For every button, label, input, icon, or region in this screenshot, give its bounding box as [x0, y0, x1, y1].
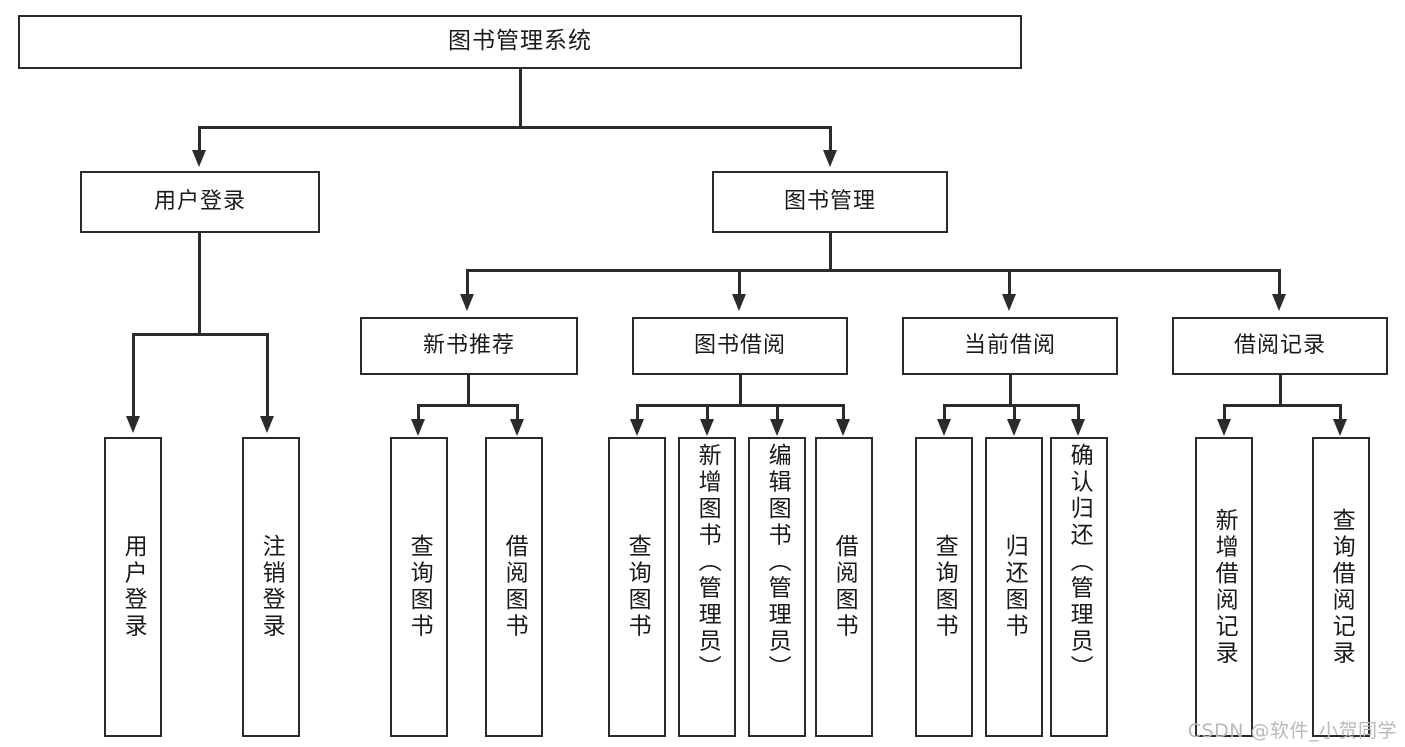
connector-new-book-stem — [467, 375, 470, 406]
connector-borrow-record-stem — [1279, 375, 1282, 406]
arrowhead-book-borrow-leaf-4 — [836, 419, 850, 436]
node-label: 查询图书 — [624, 534, 651, 640]
connector-root-stem — [519, 69, 522, 127]
arrowhead-book-borrow-leaf-3 — [770, 419, 784, 436]
node-book-management[interactable]: 图书管理 — [712, 171, 948, 233]
arrowhead-book-borrow-leaf-1 — [630, 419, 644, 436]
connector-root-drop-1 — [198, 126, 201, 150]
leaf-current-borrow-return[interactable]: 归还图书 — [985, 437, 1043, 737]
connector-book-mgmt-drop-3 — [1008, 269, 1011, 295]
connector-book-mgmt-drop-2 — [738, 269, 741, 295]
arrowhead-to-user-login — [192, 150, 206, 167]
node-borrow-record[interactable]: 借阅记录 — [1172, 317, 1388, 375]
node-label: 图书管理系统 — [448, 28, 592, 55]
leaf-borrow-record-query[interactable]: 查询借阅记录 — [1312, 437, 1370, 737]
leaf-user-login-logout[interactable]: 注销登录 — [242, 437, 300, 737]
node-label: 借阅图书 — [831, 534, 858, 640]
arrowhead-borrow-record-leaf-1 — [1217, 419, 1231, 436]
connector-borrow-record-drop-1 — [1223, 404, 1226, 420]
connector-root-bus — [198, 126, 832, 129]
leaf-user-login-login[interactable]: 用户登录 — [104, 437, 162, 737]
leaf-new-book-query[interactable]: 查询图书 — [390, 437, 448, 737]
arrowhead-current-borrow-leaf-3 — [1071, 419, 1085, 436]
arrowhead-current-borrow-leaf-2 — [1007, 419, 1021, 436]
arrowhead-to-book-borrow — [732, 294, 746, 311]
connector-book-mgmt-drop-1 — [466, 269, 469, 295]
leaf-book-borrow-add-admin[interactable]: 新增图书（管理员） — [678, 437, 736, 737]
node-label: 图书借阅 — [693, 333, 786, 359]
leaf-new-book-borrow[interactable]: 借阅图书 — [485, 437, 543, 737]
connector-book-borrow-drop-4 — [842, 404, 845, 420]
connector-borrow-record-drop-2 — [1339, 404, 1342, 420]
node-book-borrow[interactable]: 图书借阅 — [632, 317, 848, 375]
leaf-current-borrow-query[interactable]: 查询图书 — [915, 437, 973, 737]
node-label: 查询图书 — [406, 534, 433, 640]
node-label: 新增借阅记录 — [1211, 507, 1238, 667]
connector-root-drop-2 — [829, 126, 832, 150]
connector-user-login-stem — [198, 233, 201, 334]
connector-book-borrow-stem — [739, 375, 742, 406]
connector-user-login-bus — [132, 333, 268, 336]
leaf-book-borrow-edit-admin[interactable]: 编辑图书（管理员） — [748, 437, 806, 737]
arrowhead-book-borrow-leaf-2 — [700, 419, 714, 436]
node-label: 用户登录 — [153, 189, 246, 215]
connector-new-book-drop-1 — [417, 404, 420, 420]
connector-new-book-drop-2 — [516, 404, 519, 420]
node-label: 当前借阅 — [963, 333, 1056, 359]
connector-current-borrow-drop-1 — [943, 404, 946, 420]
node-label: 查询图书 — [931, 534, 958, 640]
node-label: 图书管理 — [783, 189, 876, 215]
connector-new-book-bus — [417, 404, 518, 407]
arrowhead-new-book-leaf-1 — [411, 419, 425, 436]
leaf-book-borrow-query[interactable]: 查询图书 — [608, 437, 666, 737]
node-label: 确认归还（管理员） — [1066, 443, 1093, 682]
connector-current-borrow-stem — [1009, 375, 1012, 406]
arrowhead-to-book-management — [823, 150, 837, 167]
connector-book-borrow-drop-2 — [706, 404, 709, 420]
connector-book-borrow-drop-1 — [636, 404, 639, 420]
leaf-book-borrow-borrow[interactable]: 借阅图书 — [815, 437, 873, 737]
node-root-book-management-system[interactable]: 图书管理系统 — [18, 15, 1022, 69]
node-label: 用户登录 — [120, 534, 147, 640]
arrowhead-to-current-borrow — [1002, 294, 1016, 311]
connector-user-login-drop-1 — [132, 333, 135, 418]
connector-current-borrow-drop-3 — [1077, 404, 1080, 420]
arrowhead-borrow-record-leaf-2 — [1333, 419, 1347, 436]
connector-current-borrow-bus — [943, 404, 1079, 407]
arrowhead-to-borrow-record — [1272, 294, 1286, 311]
leaf-borrow-record-add[interactable]: 新增借阅记录 — [1195, 437, 1253, 737]
node-label: 新书推荐 — [422, 333, 515, 359]
arrowhead-new-book-leaf-2 — [510, 419, 524, 436]
connector-user-login-drop-2 — [266, 333, 269, 418]
node-label: 查询借阅记录 — [1328, 507, 1355, 667]
connector-book-mgmt-bus — [466, 269, 1280, 272]
connector-book-borrow-bus — [636, 404, 844, 407]
arrowhead-current-borrow-leaf-1 — [937, 419, 951, 436]
node-current-borrow[interactable]: 当前借阅 — [902, 317, 1118, 375]
node-user-login[interactable]: 用户登录 — [80, 171, 320, 233]
connector-borrow-record-bus — [1223, 404, 1341, 407]
arrowhead-to-user-login-leaf-1 — [126, 416, 140, 433]
node-label: 新增图书（管理员） — [694, 443, 721, 682]
arrowhead-to-user-login-leaf-2 — [260, 416, 274, 433]
node-label: 借阅图书 — [501, 534, 528, 640]
node-label: 归还图书 — [1001, 534, 1028, 640]
node-label: 注销登录 — [258, 534, 285, 640]
connector-book-borrow-drop-3 — [776, 404, 779, 420]
connector-book-mgmt-stem — [829, 233, 832, 271]
node-label: 编辑图书（管理员） — [764, 443, 791, 682]
leaf-current-borrow-confirm-return-admin[interactable]: 确认归还（管理员） — [1050, 437, 1108, 737]
node-new-book-recommend[interactable]: 新书推荐 — [360, 317, 578, 375]
connector-book-mgmt-drop-4 — [1278, 269, 1281, 295]
arrowhead-to-new-book-recommend — [460, 294, 474, 311]
node-label: 借阅记录 — [1233, 333, 1326, 359]
watermark-text: CSDN @软件_小贺同学 — [1187, 720, 1397, 742]
connector-current-borrow-drop-2 — [1013, 404, 1016, 420]
